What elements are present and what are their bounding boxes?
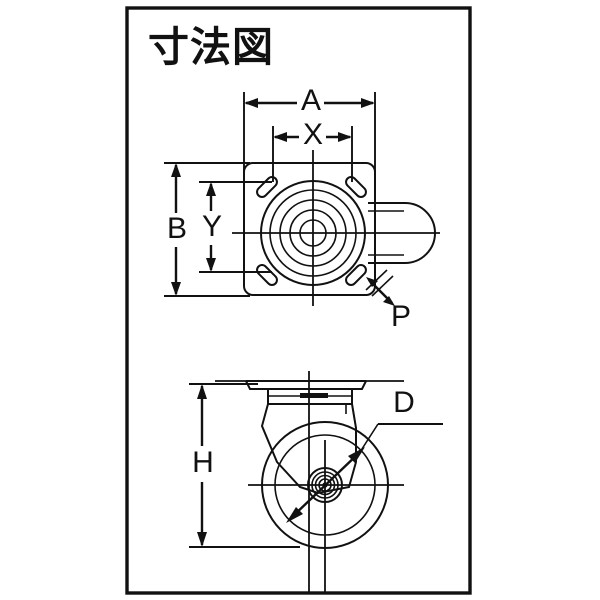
bolt-slots xyxy=(256,176,367,286)
dimension-b-arrow-top xyxy=(171,163,181,177)
bolt-slot-top-right xyxy=(345,176,367,198)
side-view-group: H xyxy=(188,371,443,592)
fork-right-edge-detail xyxy=(351,403,357,429)
dimension-y-arrow-bottom xyxy=(206,258,216,272)
dimension-y: Y xyxy=(198,181,272,273)
bolt-slot-bottom-left-shape xyxy=(256,264,278,286)
dimension-b: B xyxy=(163,162,250,297)
dimension-a-text-mask xyxy=(297,86,324,119)
dimension-b-text-mask xyxy=(163,213,190,247)
dimension-b-label: B xyxy=(167,212,187,245)
dimension-y-text-mask xyxy=(198,211,225,245)
page-title: 寸法図 xyxy=(148,23,274,71)
bolt-slot-top-right-shape xyxy=(345,176,367,198)
dimension-p-tick-1 xyxy=(371,275,394,297)
top-view-group: A X B xyxy=(163,84,440,333)
dimension-p: P xyxy=(365,269,411,333)
dimension-y-arrow-top xyxy=(206,182,216,196)
dimension-d-label: D xyxy=(393,386,415,419)
bolt-slot-top-left-shape xyxy=(256,176,278,198)
dimension-d-leader-diagonal xyxy=(359,423,379,453)
bolt-slot-bottom-left xyxy=(256,264,278,286)
kingpin-detail xyxy=(300,393,328,398)
dimension-x-arrow-right xyxy=(338,132,352,142)
dimension-x-arrow-left xyxy=(273,132,287,142)
dimension-p-arrow-upper xyxy=(366,277,378,287)
dimension-x: X xyxy=(272,118,353,182)
dimension-x-label: X xyxy=(303,118,323,151)
side-plate-body xyxy=(245,380,367,390)
side-view-plate-group xyxy=(245,380,367,405)
bolt-slot-bottom-right xyxy=(345,264,367,286)
dimension-a-label: A xyxy=(301,84,321,117)
dimension-h-text-mask xyxy=(188,446,217,482)
bolt-slot-top-left xyxy=(256,176,278,198)
dimension-a-arrow-left xyxy=(244,98,258,108)
dimension-x-text-mask xyxy=(299,120,326,153)
dimension-p-label: P xyxy=(391,300,411,333)
dimension-a-arrow-right xyxy=(361,98,375,108)
dimension-p-arrow-lower xyxy=(383,296,395,306)
dimension-a: A xyxy=(243,84,376,172)
dimension-p-tick-2 xyxy=(365,269,388,291)
dimension-h-arrow-top xyxy=(197,384,207,399)
mounting-plate-top-view xyxy=(243,162,376,296)
dimension-d-arrow-lower xyxy=(286,507,303,523)
bolt-slot-bottom-right-shape xyxy=(345,264,367,286)
dimension-h-label: H xyxy=(192,446,214,479)
dimension-y-label: Y xyxy=(202,210,222,243)
dimension-h-arrow-bottom xyxy=(197,532,207,547)
dimension-b-arrow-bottom xyxy=(171,282,181,296)
